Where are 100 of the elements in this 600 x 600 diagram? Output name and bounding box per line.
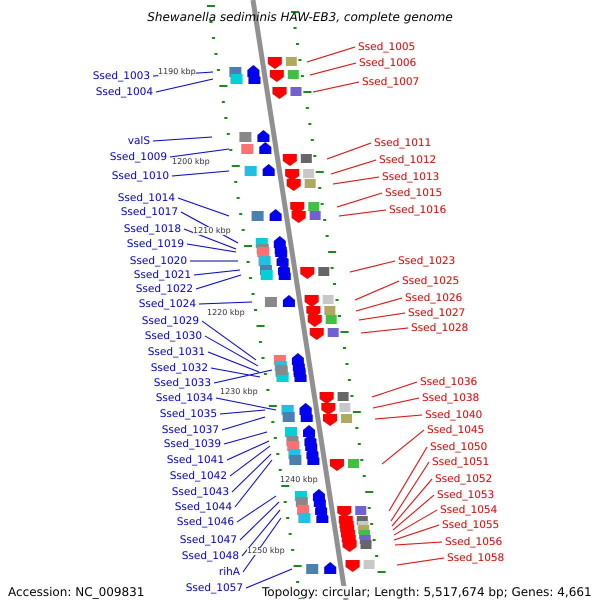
gene-label: Ssed_1012: [379, 154, 436, 166]
gene-label: Ssed_1032: [150, 362, 208, 374]
gene-label: Ssed_1048: [182, 550, 239, 562]
leader-line: [372, 382, 418, 398]
gene-label: Ssed_1043: [172, 486, 229, 498]
gene-label: Ssed_1046: [176, 516, 234, 528]
gene-label: Ssed_1003: [92, 70, 150, 82]
gene-label: Ssed_1034: [156, 392, 213, 404]
leader-line: [392, 478, 432, 526]
accession-note: Accession: NC_009831: [8, 586, 144, 598]
leader-line: [360, 328, 408, 334]
gene-label: Ssed_1040: [425, 409, 482, 421]
leader-line: [390, 462, 430, 522]
leader-line: [232, 454, 272, 492]
leader-line: [312, 82, 360, 92]
leader-line: [184, 228, 236, 250]
gene-label: Ssed_1055: [442, 519, 500, 531]
gene-label: Ssed_1053: [437, 489, 494, 501]
leader-line: [240, 502, 280, 540]
leader-line: [234, 460, 272, 508]
leader-line: [350, 260, 396, 272]
gene-label: Ssed_1041: [166, 454, 224, 466]
leader-line: [236, 496, 276, 522]
gene-label: Ssed_1021: [134, 269, 191, 281]
gene-label: Ssed_1009: [110, 151, 167, 163]
gene-label: Ssed_1042: [170, 470, 227, 482]
gene-label: Ssed_1018: [124, 223, 181, 235]
leader-line: [196, 274, 242, 290]
scale-label: 1230 kbp: [220, 388, 258, 396]
leader-line: [336, 192, 382, 208]
leader-line: [208, 352, 260, 372]
gene-label: Ssed_1044: [174, 501, 232, 513]
gene-label: Ssed_1045: [427, 424, 484, 436]
leader-line: [152, 136, 212, 142]
gene-label: Ssed_1019: [126, 238, 184, 250]
gene-label: Ssed_1022: [136, 283, 193, 295]
gene-label: Ssed_1047: [180, 534, 237, 546]
leader-line: [242, 518, 282, 572]
gene-label: Ssed_1020: [130, 255, 187, 267]
leader-line: [214, 370, 272, 384]
leader-line: [394, 510, 438, 536]
gene-label: Ssed_1028: [411, 322, 468, 334]
leader-line: [306, 46, 356, 62]
gene-label: Ssed_1056: [445, 536, 502, 548]
gene-label: Ssed_1037: [162, 424, 219, 436]
leader-line: [230, 446, 270, 476]
leader-line: [242, 510, 280, 556]
leader-line: [156, 78, 214, 92]
gene-label: Ssed_1052: [435, 473, 492, 485]
gene-label: Ssed_1011: [374, 137, 432, 149]
map-title: Shewanella sediminis HAW-EB3, complete genome: [146, 11, 454, 23]
leader-line: [246, 568, 292, 588]
leader-line: [326, 142, 372, 160]
leader-line: [358, 312, 406, 320]
leader-line: [310, 62, 356, 76]
gene-label: Ssed_1010: [112, 170, 169, 182]
gene-label: Ssed_1036: [420, 376, 478, 388]
leader-line: [394, 524, 440, 540]
leader-line: [172, 170, 230, 176]
scale-label: 1250 kbp: [247, 547, 285, 555]
gene-label: Ssed_1005: [358, 41, 416, 53]
gene-label: Ssed_1054: [440, 504, 498, 516]
leader-line: [374, 414, 422, 420]
leader-line: [220, 410, 266, 414]
gene-label: Ssed_1016: [389, 204, 446, 216]
gene-label: Ssed_1026: [405, 292, 462, 304]
leader-line: [382, 430, 424, 464]
gene-label: Ssed_1038: [422, 392, 480, 404]
leader-line: [194, 270, 240, 276]
leader-line: [392, 494, 434, 530]
leader-line: [186, 244, 236, 252]
gene-label: Ssed_1014: [118, 192, 175, 204]
leader-line: [202, 320, 256, 360]
leader-line: [210, 368, 260, 378]
gene-label: Ssed_1006: [359, 57, 416, 69]
gene-label: Ssed_1023: [398, 255, 456, 267]
leader-line: [388, 446, 428, 512]
gene-label: valS: [128, 135, 150, 147]
gene-label: Ssed_1035: [160, 408, 217, 420]
leader-line: [170, 148, 230, 158]
gene-label: Ssed_1017: [120, 206, 178, 218]
leader-line: [178, 198, 230, 216]
leader-line: [222, 416, 266, 430]
gene-label: Ssed_1025: [402, 275, 460, 287]
gene-label: Ssed_1058: [447, 552, 504, 564]
gene-label: Ssed_1030: [144, 330, 202, 342]
gene-label: Ssed_1039: [164, 438, 221, 450]
gene-label: Ssed_1057: [186, 582, 243, 594]
leader-line: [198, 302, 252, 304]
leader-line: [354, 280, 400, 300]
gene-label: Ssed_1050: [430, 441, 488, 453]
gene-label: Ssed_1024: [138, 298, 196, 310]
leader-line: [372, 398, 420, 408]
gene-label: Ssed_1015: [385, 187, 442, 199]
leader-line: [356, 298, 402, 312]
gene-label: Ssed_1031: [148, 346, 205, 358]
gene-label: Ssed_1029: [142, 315, 199, 327]
leader-line: [224, 432, 268, 444]
leader-line: [394, 542, 442, 546]
scale-label: 1210 kbp: [193, 227, 231, 235]
